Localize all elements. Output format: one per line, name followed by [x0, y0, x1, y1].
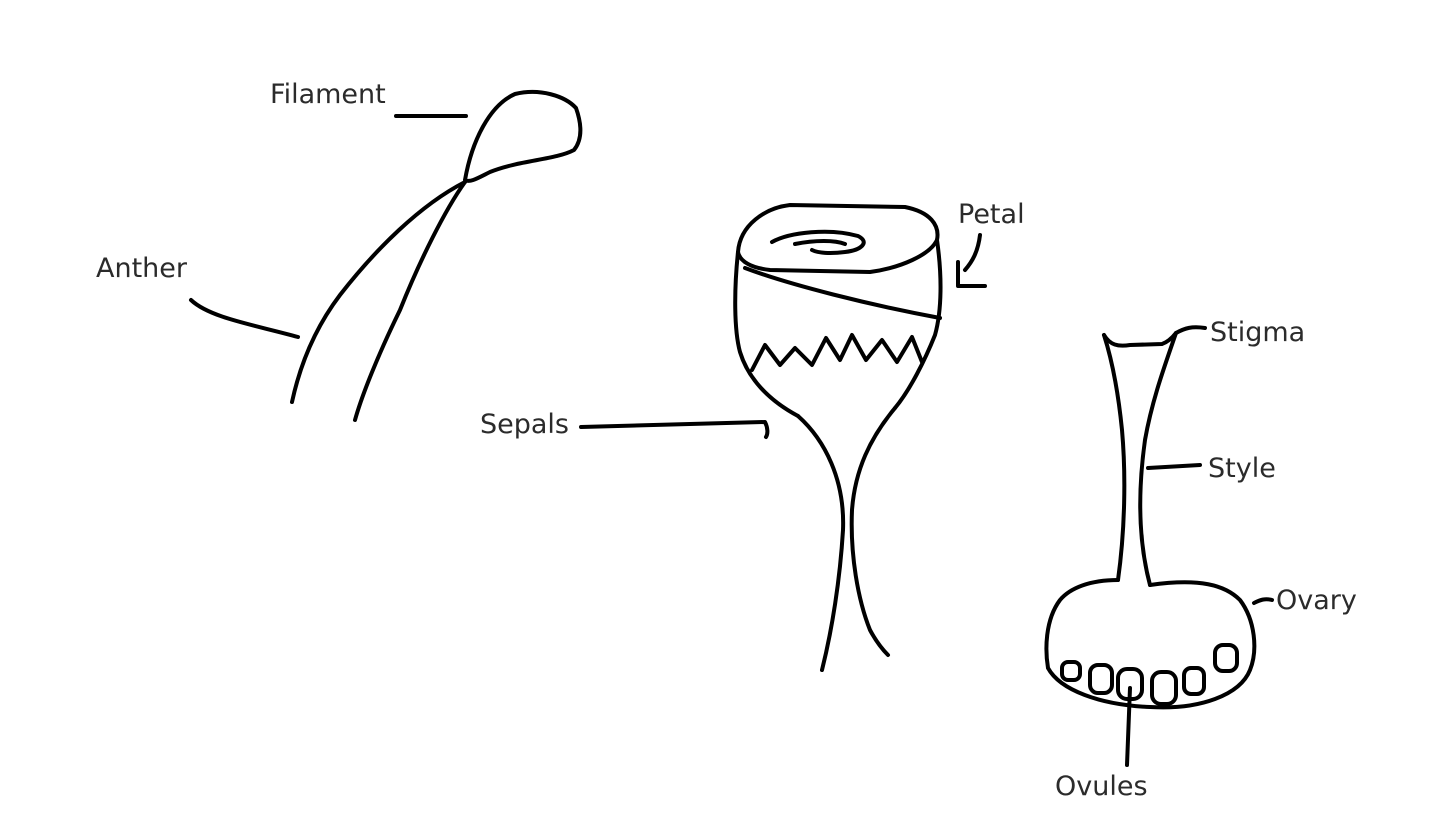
ovary-label: Ovary — [1276, 585, 1357, 616]
filament-stroke-right — [353, 180, 467, 422]
ovules-label: Ovules — [1055, 771, 1148, 802]
petal-top-outline — [736, 203, 940, 274]
stem-right — [849, 406, 897, 657]
anther-label: Anther — [96, 253, 188, 284]
stamen-drawing: Filament Anther — [96, 79, 583, 422]
sepals-pointer-arrow — [579, 420, 770, 439]
style-left — [1102, 333, 1127, 582]
petal-label: Petal — [958, 199, 1025, 230]
sepals-zigzag — [750, 333, 924, 372]
stigma-pointer-line — [1174, 325, 1207, 335]
ovule-2 — [1088, 663, 1114, 695]
stem-left — [796, 414, 846, 672]
ovule-6 — [1213, 643, 1239, 673]
cup-left-side — [733, 250, 800, 418]
pistil-drawing: Stigma Style Ovary Ovules — [1044, 317, 1357, 802]
stigma-label: Stigma — [1210, 317, 1305, 348]
style-right — [1138, 331, 1178, 587]
anther-loop — [463, 89, 583, 183]
petal-swirl-inner — [793, 239, 847, 246]
ovule-1 — [1060, 660, 1082, 682]
petal-swirl-outer — [770, 229, 866, 256]
filament-stroke-left — [290, 180, 467, 404]
stigma-top — [1102, 331, 1178, 348]
ovule-4 — [1150, 670, 1178, 706]
anther-pointer-line — [189, 298, 300, 339]
sepals-label: Sepals — [480, 409, 569, 440]
ovules-pointer-line — [1125, 686, 1132, 767]
flower-drawing: Petal Sepals — [480, 199, 1025, 672]
ovary-pointer-line — [1252, 597, 1274, 605]
cup-right-side — [893, 238, 943, 410]
style-label: Style — [1208, 453, 1276, 484]
petal-fold-line — [743, 266, 942, 320]
style-pointer-line — [1146, 463, 1202, 470]
petal-pointer-arrow — [956, 233, 987, 288]
ovule-5 — [1182, 666, 1206, 696]
ovary-outline — [1044, 578, 1257, 710]
filament-label: Filament — [270, 79, 386, 110]
